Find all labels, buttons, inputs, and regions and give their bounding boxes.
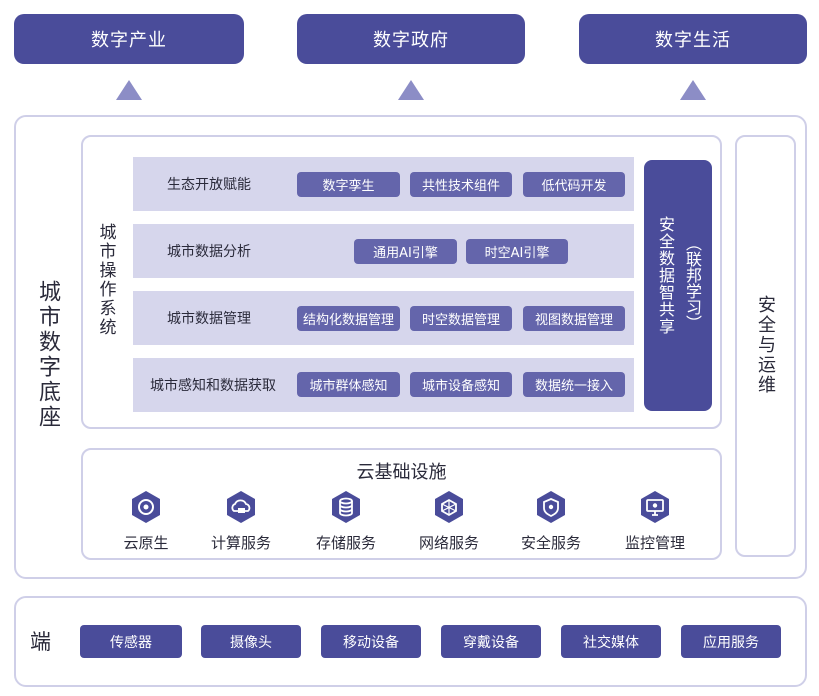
terminal-item: 传感器	[80, 625, 182, 658]
top-box-digital-industry: 数字产业	[14, 14, 244, 64]
cloud-item: 存储服务	[304, 490, 388, 553]
os-chip: 数据统一接入	[523, 372, 625, 397]
terminal-item: 社交媒体	[561, 625, 661, 658]
secure-data-sharing-title: 安全数据智共享	[656, 215, 675, 335]
cloud-item: 计算服务	[199, 490, 283, 553]
cloud-native-icon	[129, 490, 163, 524]
terminal-item: 移动设备	[321, 625, 421, 658]
cloud-item-label: 监控管理	[624, 534, 685, 552]
cloud-item: 安全服务	[509, 490, 593, 553]
os-row-label: 城市感知和数据获取	[150, 378, 276, 394]
os-chip: 通用AI引擎	[354, 239, 457, 264]
database-icon	[329, 490, 363, 524]
cloud-compute-icon	[224, 490, 258, 524]
cloud-item-label: 网络服务	[418, 534, 479, 552]
os-title: 城市操作系统	[95, 223, 116, 337]
os-chip: 城市设备感知	[410, 372, 512, 397]
os-chip: 共性技术组件	[410, 172, 512, 197]
cloud-title: 云基础设施	[356, 462, 447, 483]
os-chip: 城市群体感知	[297, 372, 400, 397]
cloud-item-label: 存储服务	[315, 534, 376, 552]
monitor-icon	[638, 490, 672, 524]
up-arrow-icon	[398, 80, 424, 100]
base-title: 城市数字底座	[35, 280, 60, 430]
os-chip: 低代码开发	[523, 172, 625, 197]
cloud-item: 网络服务	[407, 490, 491, 553]
os-chip: 数字孪生	[297, 172, 400, 197]
terminal-item: 穿戴设备	[441, 625, 541, 658]
os-chip: 结构化数据管理	[297, 306, 400, 331]
cloud-item: 监控管理	[613, 490, 697, 553]
cloud-frame	[81, 448, 722, 560]
os-chip: 时空AI引擎	[466, 239, 568, 264]
os-row-label: 城市数据管理	[167, 311, 251, 327]
terminal-label: 端	[30, 630, 51, 654]
terminal-item: 摄像头	[201, 625, 301, 658]
cloud-item-label: 安全服务	[520, 534, 581, 552]
cloud-item-label: 云原生	[123, 534, 169, 552]
up-arrow-icon	[680, 80, 706, 100]
secure-data-sharing-box	[644, 160, 712, 411]
os-row-label: 城市数据分析	[167, 244, 251, 260]
os-row-label: 生态开放赋能	[167, 177, 251, 193]
os-chip: 时空数据管理	[410, 306, 512, 331]
top-box-digital-life: 数字生活	[579, 14, 807, 64]
federated-learning-label: （联邦学习）	[683, 235, 702, 331]
shield-icon	[534, 490, 568, 524]
security-ops-title: 安全与运维	[755, 295, 776, 395]
up-arrow-icon	[116, 80, 142, 100]
top-box-digital-government: 数字政府	[297, 14, 525, 64]
cloud-item: 云原生	[104, 490, 188, 553]
security-ops-frame	[735, 135, 796, 557]
cloud-item-label: 计算服务	[210, 534, 271, 552]
os-chip: 视图数据管理	[523, 306, 625, 331]
network-icon	[432, 490, 466, 524]
terminal-item: 应用服务	[681, 625, 781, 658]
